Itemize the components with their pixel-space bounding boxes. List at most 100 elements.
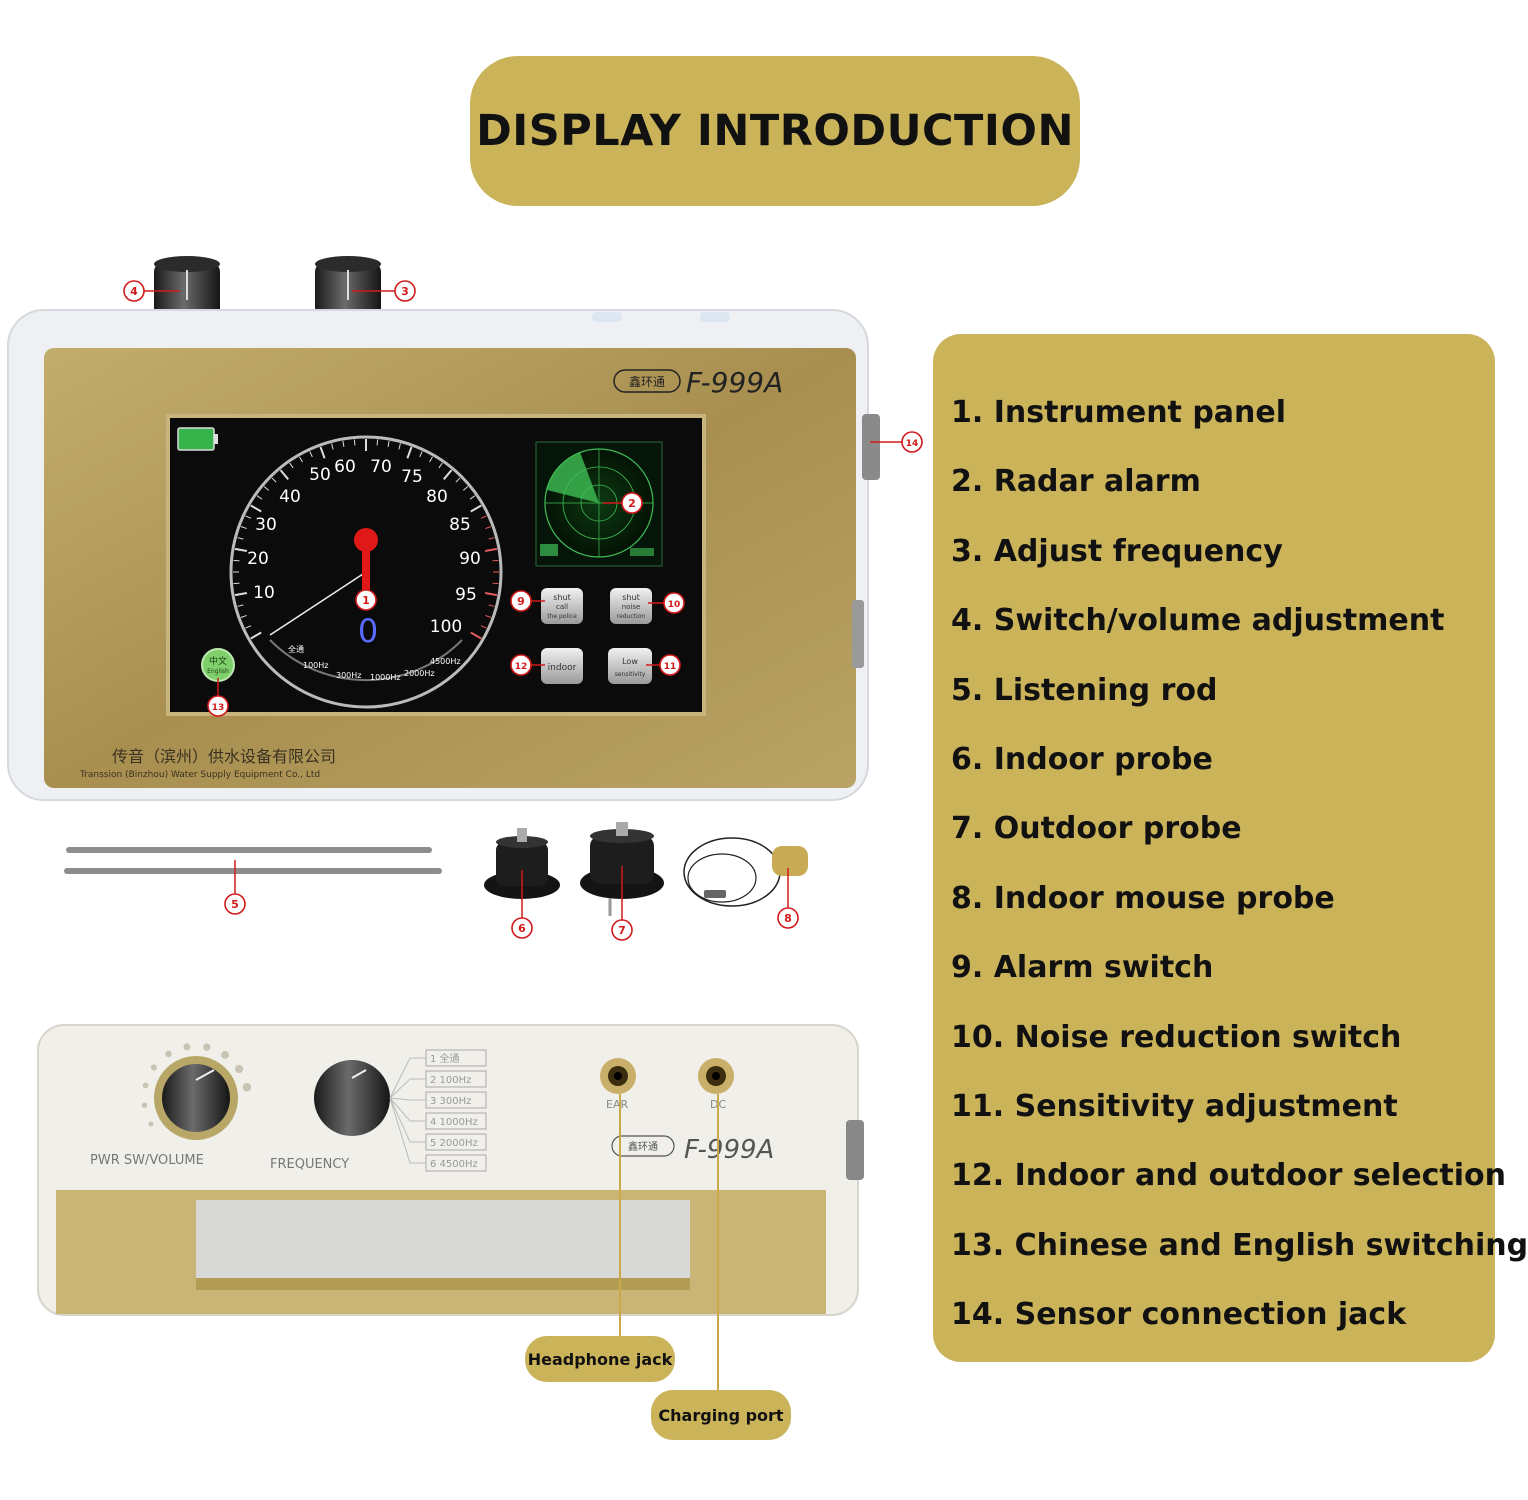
volume-dot <box>203 1043 211 1051</box>
svg-text:noise: noise <box>622 603 641 611</box>
gauge-tick <box>455 477 461 483</box>
marker-number: 11 <box>664 662 677 672</box>
gauge-tick <box>492 559 499 562</box>
marker-number: 5 <box>231 898 239 911</box>
gauge-tick <box>331 443 334 450</box>
gauge-tick <box>387 440 390 448</box>
gauge-tick <box>319 446 326 459</box>
gauge-tick <box>488 537 495 540</box>
gauge-tick <box>233 559 240 562</box>
gauge-tick <box>279 469 289 480</box>
legend-item: 7. Outdoor probe <box>951 811 1242 847</box>
bottom-brand-logo: 鑫环通 <box>628 1140 658 1153</box>
freq-label: 100Hz <box>303 661 328 670</box>
freq-label: 2000Hz <box>404 669 435 678</box>
svg-text:Low: Low <box>622 657 638 666</box>
marker-circle <box>659 654 681 676</box>
marker-circle <box>224 893 246 915</box>
gauge-tick-label: 95 <box>455 585 477 605</box>
feature-legend: 1. Instrument panel 2. Radar alarm 3. Ad… <box>933 334 1528 1362</box>
gauge-tick <box>353 439 356 446</box>
marker-circle <box>611 919 633 941</box>
freq-step-label: 6 4500Hz <box>430 1159 478 1170</box>
volume-dot <box>242 1082 252 1092</box>
legend-item: 10. Noise reduction switch <box>951 1019 1402 1055</box>
marker-number: 4 <box>130 285 138 298</box>
gauge-tick-label: 90 <box>459 549 481 569</box>
freq-step-label: 4 1000Hz <box>430 1117 478 1128</box>
bottom-frequency-knob[interactable] <box>314 1060 390 1136</box>
gauge-tick <box>484 547 498 552</box>
marker-circle <box>621 492 643 514</box>
gauge-tick <box>289 462 294 469</box>
indoor-mouse-probe <box>683 837 808 907</box>
pwr-volume-knob[interactable] <box>154 1056 238 1140</box>
svg-text:sensitivity: sensitivity <box>615 671 646 678</box>
gauge-tick <box>488 604 495 607</box>
gauge-tick <box>406 446 413 459</box>
gauge-tick-label: 10 <box>253 583 275 603</box>
freq-step-line <box>389 1097 426 1164</box>
gauge-tick <box>263 486 270 491</box>
freq-label: 全通 <box>288 644 304 654</box>
volume-dot <box>142 1082 149 1089</box>
gauge-tick-label: 60 <box>334 457 356 477</box>
svg-text:shut: shut <box>553 593 570 602</box>
legend-item: 3. Adjust frequency <box>951 533 1283 569</box>
headphone-jack-callout: Headphone jack <box>525 1336 675 1382</box>
legend-item: 13. Chinese and English switching <box>951 1227 1528 1263</box>
frequency-label: FREQUENCY <box>270 1157 349 1172</box>
freq-step-label: 2 100Hz <box>430 1075 471 1086</box>
gauge-tick <box>240 614 247 618</box>
marker-number: 13 <box>212 703 225 713</box>
noise-reduction-button[interactable]: shut noise reduction <box>610 588 652 624</box>
title-banner: DISPLAY INTRODUCTION <box>470 56 1080 206</box>
freq-step-line <box>389 1097 426 1101</box>
legend-item: 8. Indoor mouse probe <box>951 880 1335 916</box>
marker-circle <box>777 907 799 929</box>
legend-item: 5. Listening rod <box>951 672 1218 708</box>
gauge-tick <box>480 515 487 519</box>
indoor-outdoor-button[interactable]: indoor <box>541 648 583 684</box>
gauge-tick <box>237 604 244 607</box>
indoor-probe <box>484 828 560 899</box>
radar-alarm <box>535 441 663 567</box>
legend-item: 14. Sensor connection jack <box>951 1297 1407 1333</box>
alarm-switch-button[interactable]: shut call the police <box>541 588 583 624</box>
gauge-tick <box>250 504 262 513</box>
sensitivity-button[interactable]: Low sensitivity <box>608 648 652 684</box>
legend-item: 9. Alarm switch <box>951 950 1214 986</box>
sensor-jack[interactable] <box>862 414 880 480</box>
gauge-tick <box>233 582 240 585</box>
gauge-tick <box>398 443 401 450</box>
gauge-tick <box>438 462 443 469</box>
page-title: DISPLAY INTRODUCTION <box>476 106 1074 156</box>
marker-number: 10 <box>668 600 681 610</box>
gauge-tick <box>480 625 487 629</box>
volume-dot <box>235 1064 244 1074</box>
model-name: F-999A <box>686 366 783 399</box>
marker-number: 3 <box>401 285 409 298</box>
legend-item: 11. Sensitivity adjustment <box>951 1088 1398 1124</box>
gauge-tick-label: 85 <box>449 515 471 535</box>
gauge-tick <box>429 456 433 463</box>
gauge-tick <box>250 631 262 640</box>
freq-label: 1000Hz <box>370 673 401 682</box>
language-button[interactable]: 中文 English <box>201 648 235 682</box>
volume-dot <box>141 1102 148 1108</box>
gauge-tick <box>484 592 498 597</box>
marker-number: 8 <box>784 912 792 925</box>
headphone-jack[interactable] <box>600 1058 636 1094</box>
gauge-tick <box>342 440 345 448</box>
svg-text:indoor: indoor <box>548 663 577 673</box>
charging-port[interactable] <box>698 1058 734 1094</box>
gauge-tick-label: 40 <box>279 487 301 507</box>
gauge-reading: 0 <box>358 612 378 650</box>
gauge-pointer <box>269 571 367 636</box>
marker-number: 1 <box>362 594 370 607</box>
gauge-tick <box>485 614 492 618</box>
marker-circle <box>355 589 377 611</box>
gauge-tick-label: 30 <box>255 515 277 535</box>
freq-step-label: 5 2000Hz <box>430 1138 478 1149</box>
svg-text:English: English <box>207 668 229 675</box>
